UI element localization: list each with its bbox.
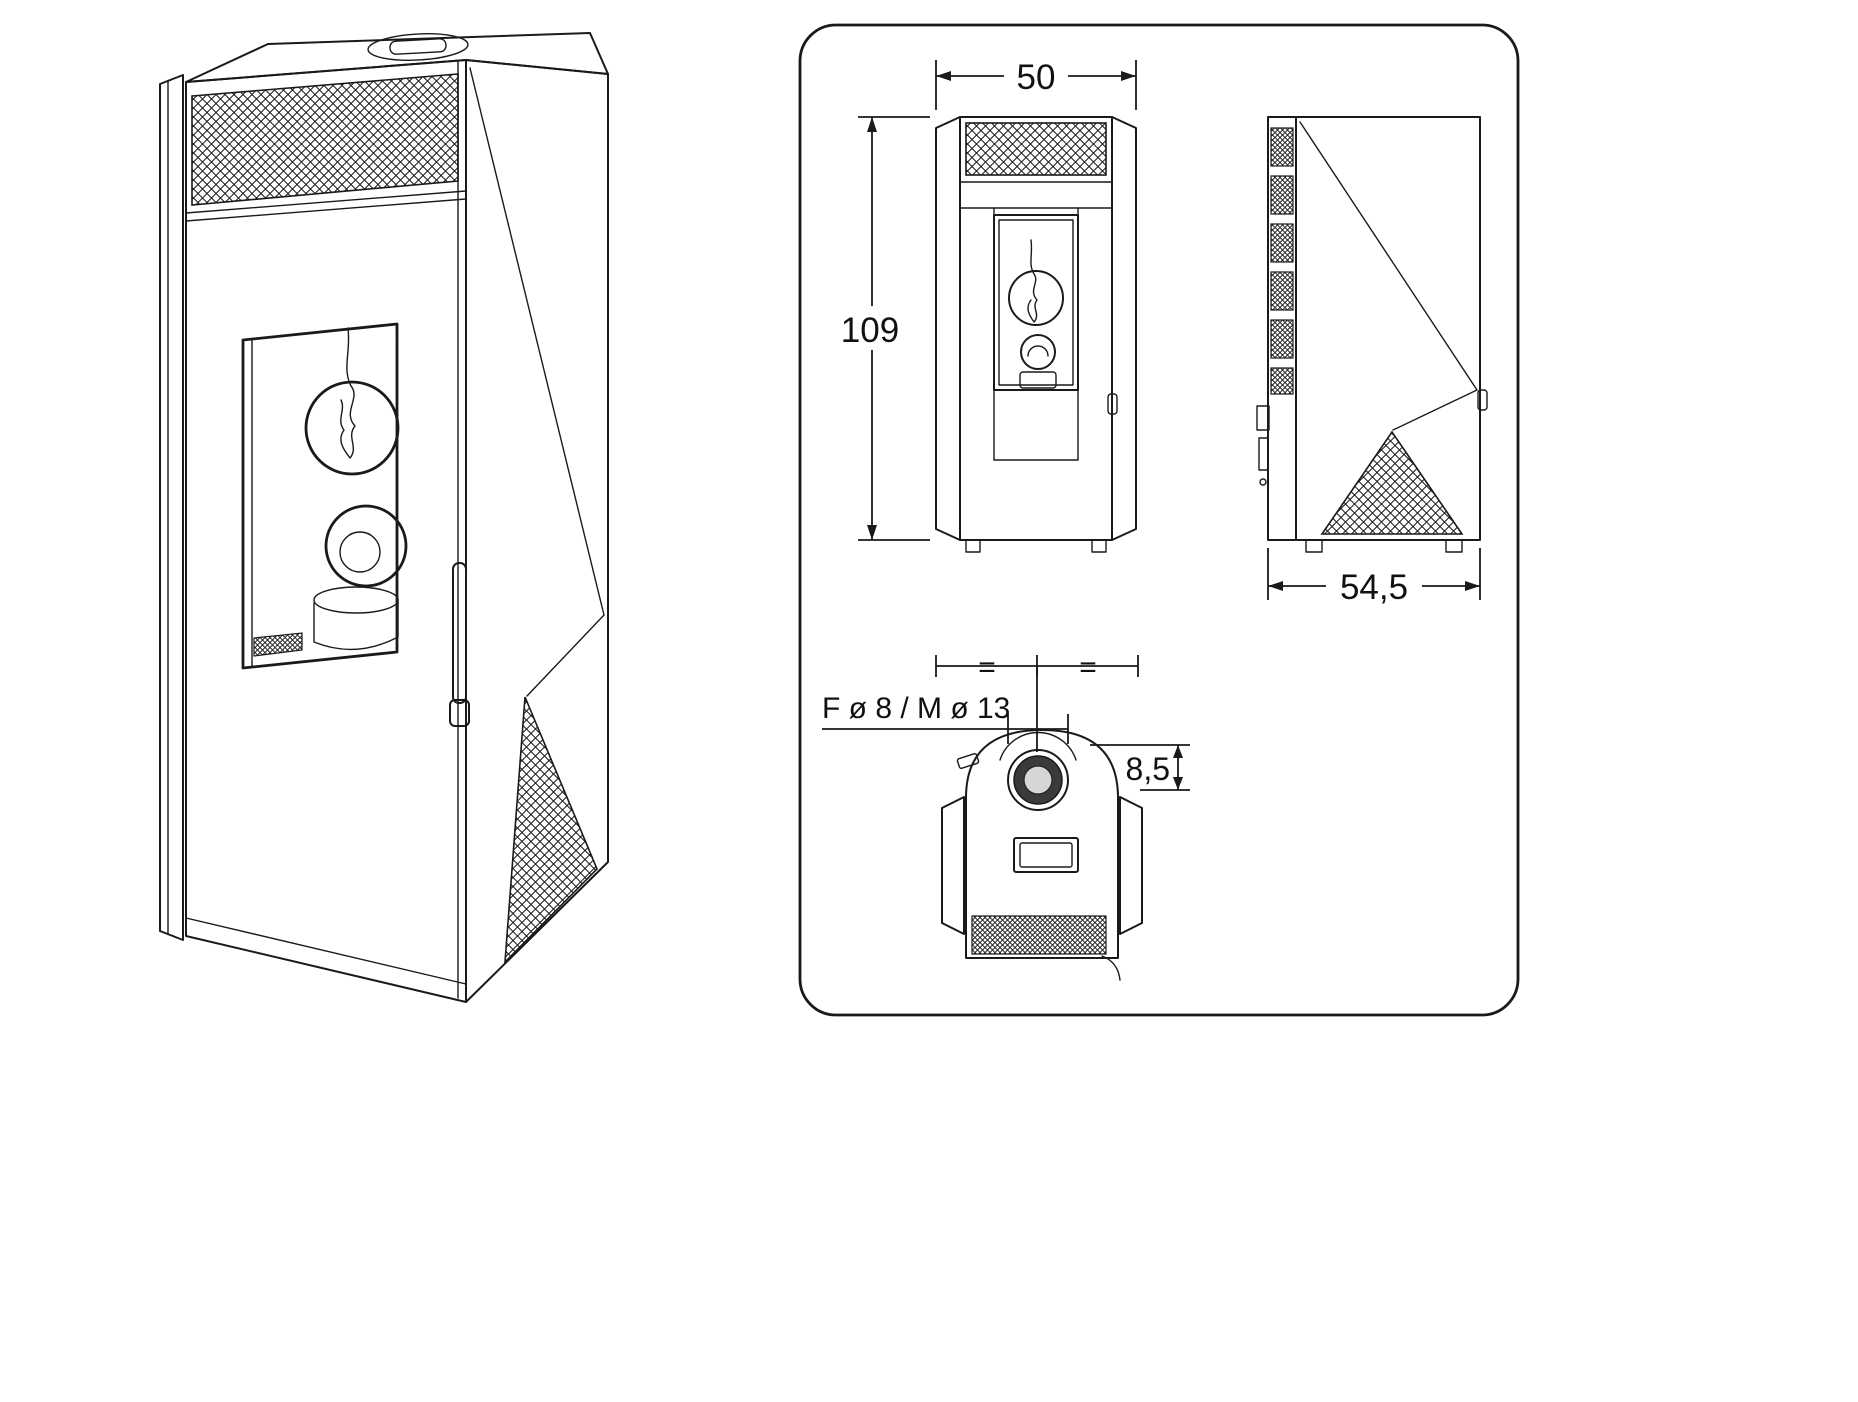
window-vent [253, 632, 303, 657]
stove-top-face [185, 32, 609, 83]
front-view [935, 116, 1137, 553]
front-view-latch [1107, 393, 1118, 415]
height-dimension: 109 [836, 116, 930, 541]
side-view-foot-right [1445, 539, 1463, 553]
front-view-burner-icon [1019, 334, 1057, 389]
front-grille [191, 73, 459, 206]
side-view-grille-triangle [1320, 430, 1464, 535]
equal-left-label: = [978, 651, 996, 684]
stove-perspective-view [159, 32, 609, 1003]
top-view [941, 729, 1143, 981]
left-side-pillar [159, 74, 184, 941]
front-view-body [959, 116, 1113, 541]
height-dimension-label: 109 [841, 311, 899, 350]
top-view-grille [971, 915, 1107, 955]
flue-offset-label: 8,5 [1126, 751, 1170, 787]
equal-right-label: = [1079, 651, 1097, 684]
dimension-panel-border [798, 23, 1520, 1017]
flue-outlet-icon [1007, 749, 1069, 811]
flue-spec-label: F ø 8 / M ø 13 [822, 692, 1010, 725]
top-view-tab [956, 752, 980, 770]
flame-window-icon [304, 380, 400, 476]
front-view-flame-window [1008, 270, 1064, 326]
flue-spec-callout: F ø 8 / M ø 13 [822, 692, 1069, 744]
equal-spacing-dimension: = = [935, 651, 1139, 752]
front-view-left-panel [935, 116, 961, 541]
side-view-foot-left [1305, 539, 1323, 553]
door-handle [452, 562, 467, 704]
door-window [241, 322, 408, 670]
top-view-left-wing [941, 796, 965, 935]
top-view-right-wing [1119, 796, 1143, 935]
side-view [1256, 116, 1488, 553]
width-dimension-label: 50 [1017, 58, 1056, 97]
front-view-door-window [993, 214, 1079, 391]
top-control-panel [367, 33, 469, 61]
depth-dimension-label: 54,5 [1340, 568, 1408, 607]
side-view-latch [1477, 389, 1488, 411]
side-view-connector [1256, 405, 1270, 431]
side-view-vent-strip [1267, 116, 1297, 541]
top-view-body [965, 729, 1119, 959]
front-view-right-panel [1111, 116, 1137, 541]
top-view-lid [1013, 837, 1079, 873]
front-view-grille [965, 122, 1107, 176]
depth-dimension: 54,5 [1267, 548, 1481, 608]
front-view-foot-left [965, 539, 981, 553]
flue-offset-dimension: 8,5 [1090, 744, 1190, 791]
side-grille-triangle [504, 696, 598, 965]
burner-icon [313, 504, 408, 651]
flame-icon [340, 327, 356, 459]
stove-side-face [465, 59, 609, 1003]
door-latch [449, 699, 470, 727]
top-view-cable [1101, 955, 1121, 981]
front-view-flame-icon [1027, 239, 1038, 323]
width-dimension: 50 [935, 55, 1137, 110]
front-view-foot-right [1091, 539, 1107, 553]
